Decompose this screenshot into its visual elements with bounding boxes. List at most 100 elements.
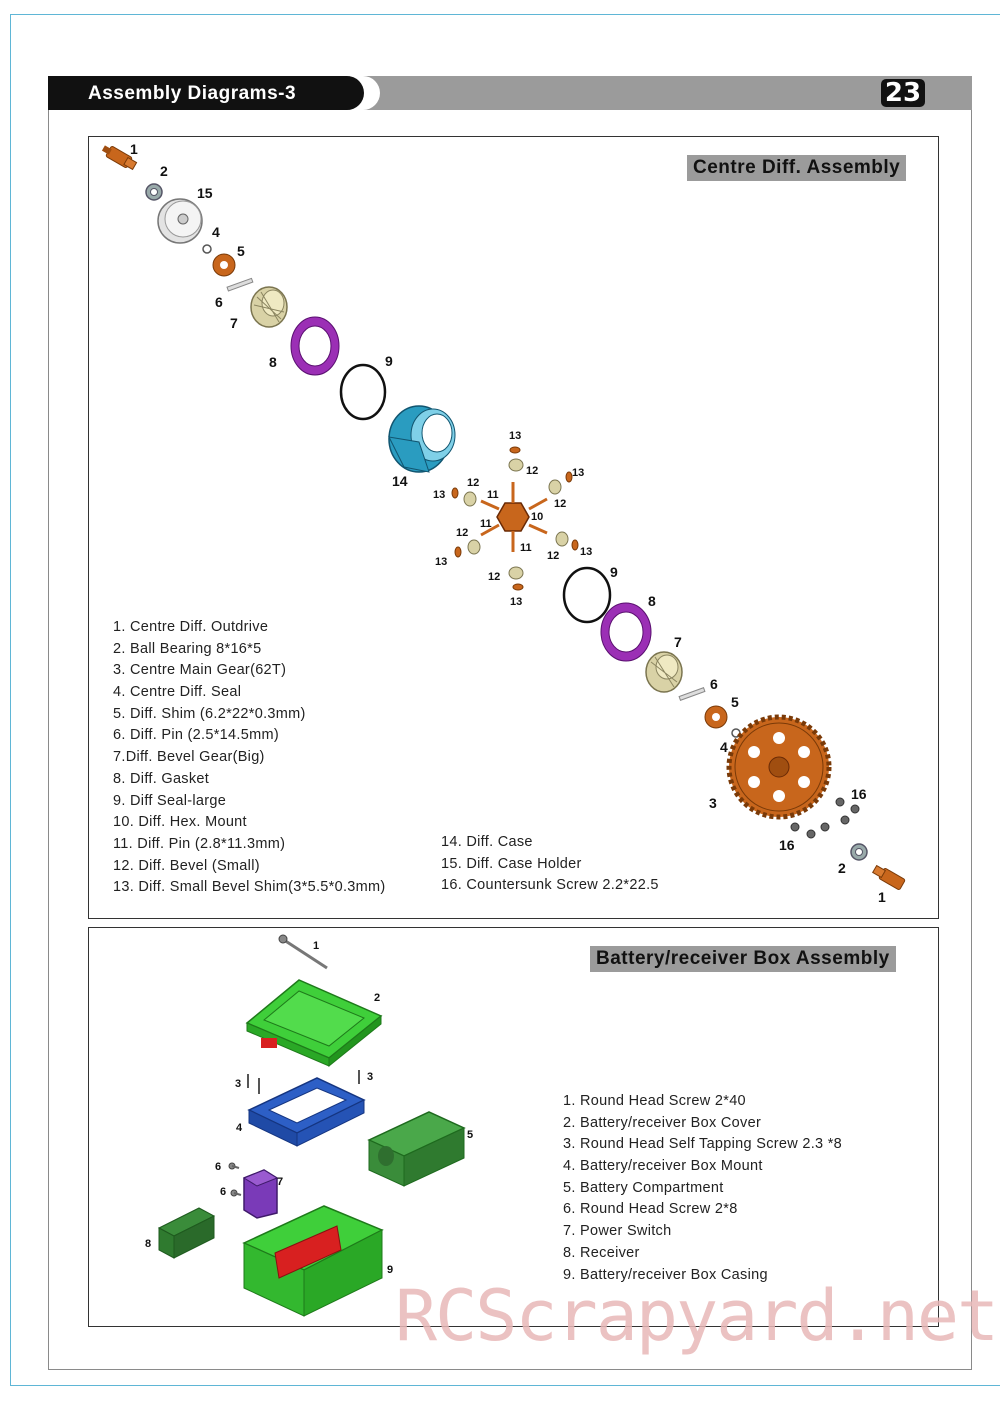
legend-item: 8. Receiver bbox=[563, 1244, 640, 1261]
callout-1-top: 1 bbox=[130, 141, 138, 157]
box-casing-part bbox=[242, 1205, 384, 1317]
main-gear-part bbox=[726, 714, 832, 820]
legend-item: 14. Diff. Case bbox=[441, 834, 533, 850]
bearing-top-part bbox=[145, 183, 163, 201]
long-screw-part bbox=[278, 934, 328, 970]
legend-item: 12. Diff. Bevel (Small) bbox=[113, 857, 260, 874]
small-screws-group bbox=[228, 1162, 242, 1197]
callout-3: 3 bbox=[709, 795, 717, 811]
legend-item: 1. Round Head Screw 2*40 bbox=[563, 1093, 746, 1109]
callout-2-lower: 2 bbox=[838, 860, 846, 876]
seal-large-top-part bbox=[339, 363, 387, 421]
box-callout-4: 4 bbox=[236, 1122, 243, 1134]
centre-diff-legend-left: 1. Centre Diff. Outdrive 2. Ball Bearing… bbox=[113, 617, 386, 899]
shim-top-part bbox=[212, 253, 236, 277]
top-border-line bbox=[10, 14, 1000, 15]
box-callout-5: 5 bbox=[467, 1129, 474, 1141]
legend-item: 1. Centre Diff. Outdrive bbox=[113, 619, 269, 635]
callout-13-a: 13 bbox=[509, 430, 522, 442]
callout-9-lower: 9 bbox=[610, 564, 618, 580]
seal-large-lower-part bbox=[562, 566, 612, 624]
legend-item: 3. Round Head Self Tapping Screw 2.3 *8 bbox=[563, 1136, 843, 1153]
bottom-border-line bbox=[10, 1385, 1000, 1386]
page-number: 23 bbox=[881, 79, 925, 107]
box-callout-1: 1 bbox=[313, 940, 320, 952]
centre-diff-title: Centre Diff. Assembly bbox=[687, 155, 907, 181]
legend-item: 3. Centre Main Gear(62T) bbox=[113, 662, 287, 679]
callout-6-lower: 6 bbox=[710, 676, 718, 692]
battery-box-legend: 1. Round Head Screw 2*40 2. Battery/rece… bbox=[563, 1091, 842, 1286]
callout-12-e: 12 bbox=[547, 550, 560, 562]
hex-mount-part bbox=[480, 482, 548, 552]
battery-box-panel: Battery/receiver Box Assembly bbox=[88, 927, 939, 1327]
callout-1-lower: 1 bbox=[878, 889, 886, 905]
pin-top-part bbox=[226, 277, 254, 292]
receiver-part bbox=[157, 1207, 216, 1259]
watermark-text: RCScrapyard.net bbox=[395, 1275, 999, 1357]
callout-12-c: 12 bbox=[554, 498, 567, 510]
callout-6-top: 6 bbox=[215, 294, 223, 310]
callout-13-d: 13 bbox=[580, 546, 593, 558]
callout-12-b: 12 bbox=[467, 477, 480, 489]
battery-box-title: Battery/receiver Box Assembly bbox=[590, 946, 896, 972]
callout-12-d: 12 bbox=[456, 527, 469, 539]
shim-lower-part bbox=[704, 705, 728, 729]
centre-diff-exploded-diagram bbox=[101, 145, 906, 890]
callout-13-e: 13 bbox=[435, 556, 448, 568]
screws-group bbox=[790, 797, 860, 839]
callout-11-a: 11 bbox=[487, 489, 499, 501]
page-frame bbox=[48, 76, 972, 1370]
centre-diff-legend-right: 14. Diff. Case 15. Diff. Case Holder 16.… bbox=[441, 832, 659, 897]
case-holder-part bbox=[157, 198, 203, 244]
legend-item: 9. Diff Seal-large bbox=[113, 792, 227, 809]
legend-item: 7. Power Switch bbox=[563, 1223, 672, 1240]
legend-item: 4. Battery/receiver Box Mount bbox=[563, 1158, 763, 1175]
callout-5-lower: 5 bbox=[731, 694, 739, 710]
box-mount-part bbox=[247, 1077, 366, 1147]
legend-item: 10. Diff. Hex. Mount bbox=[113, 814, 247, 831]
box-callout-3-right: 3 bbox=[367, 1071, 374, 1083]
callout-7-top: 7 bbox=[230, 315, 238, 331]
pin-lower-part bbox=[678, 687, 706, 701]
callout-15: 15 bbox=[197, 185, 213, 201]
callout-11-c: 11 bbox=[520, 542, 532, 554]
bevel-gear-lower-part bbox=[645, 651, 683, 693]
gasket-top-part bbox=[290, 316, 340, 376]
outdrive-lower-part bbox=[871, 864, 906, 890]
box-callout-7: 7 bbox=[277, 1176, 284, 1188]
legend-item: 6. Diff. Pin (2.5*14.5mm) bbox=[113, 727, 279, 744]
legend-item: 5. Diff. Shim (6.2*22*0.3mm) bbox=[113, 705, 306, 722]
callout-8-top: 8 bbox=[269, 354, 277, 370]
callout-4-top: 4 bbox=[212, 224, 220, 240]
legend-item: 2. Ball Bearing 8*16*5 bbox=[113, 640, 262, 657]
callout-13-c: 13 bbox=[433, 489, 446, 501]
outdrive-top-part bbox=[101, 145, 138, 171]
callout-9-top: 9 bbox=[385, 353, 393, 369]
callout-12-a: 12 bbox=[526, 465, 539, 477]
callout-12-f: 12 bbox=[488, 571, 501, 583]
callout-16-b: 16 bbox=[779, 837, 795, 853]
box-callout-2: 2 bbox=[374, 992, 381, 1004]
battery-box-exploded-diagram bbox=[157, 934, 466, 1317]
callout-7-lower: 7 bbox=[674, 634, 682, 650]
bevel-gear-top-part bbox=[250, 286, 288, 328]
callout-11-b: 11 bbox=[480, 518, 492, 530]
box-callout-9: 9 bbox=[387, 1264, 394, 1276]
box-cover-part bbox=[245, 979, 383, 1068]
box-callout-8: 8 bbox=[145, 1238, 152, 1250]
legend-item: 6. Round Head Screw 2*8 bbox=[563, 1201, 738, 1218]
centre-diff-panel: Centre Diff. Assembly bbox=[88, 136, 939, 919]
callout-14: 14 bbox=[392, 473, 408, 489]
box-callout-6-b: 6 bbox=[220, 1186, 227, 1198]
header-title-block bbox=[48, 76, 364, 110]
legend-item: 13. Diff. Small Bevel Shim(3*5.5*0.3mm) bbox=[113, 879, 386, 896]
callout-2-top: 2 bbox=[160, 163, 168, 179]
tapping-screws-group bbox=[247, 1070, 360, 1094]
legend-item: 8. Diff. Gasket bbox=[113, 770, 210, 787]
callout-5-top: 5 bbox=[237, 243, 245, 259]
callout-13-f: 13 bbox=[510, 596, 523, 608]
legend-item: 7.Diff. Bevel Gear(Big) bbox=[113, 749, 265, 766]
callout-10: 10 bbox=[531, 511, 544, 523]
callout-16-a: 16 bbox=[851, 786, 867, 802]
